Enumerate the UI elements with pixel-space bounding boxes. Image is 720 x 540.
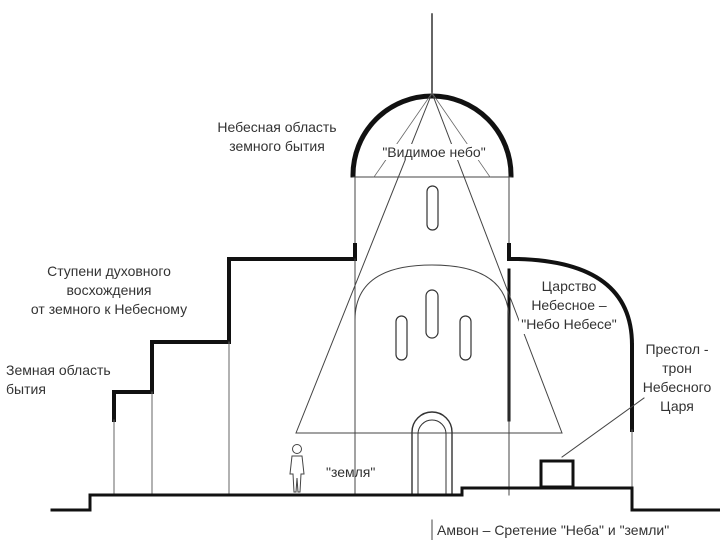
label-steps-ascent: Ступени духовного восхождения от земного… (30, 263, 188, 317)
label-heavenly-region: Небесная область земного бытия (217, 119, 337, 154)
dome-arc (350, 93, 514, 178)
window-center (425, 289, 439, 339)
apex-line-right (431, 92, 491, 178)
nave-arch (354, 264, 510, 321)
right-wall-top (507, 243, 520, 261)
ground-line (50, 486, 720, 512)
ascent-triangle (295, 92, 563, 434)
apse-vault-arc (515, 256, 635, 348)
label-earthly-region: Земная область бытия (6, 362, 111, 397)
throne-pointer (561, 397, 645, 458)
steps-outline (112, 243, 357, 422)
label-visible-sky: "Видимое небо" (380, 144, 488, 160)
label-heavenly-kingdom: Царство Небесное – "Небо Небесе" (519, 278, 619, 334)
label-throne: Престол - трон Небесного Царя (642, 341, 712, 414)
door-outer (411, 411, 453, 495)
window-drum (426, 185, 439, 231)
apex-line-left (373, 92, 433, 178)
label-earth: "земля" (326, 464, 376, 480)
door-inner (417, 419, 447, 495)
altar-throne (539, 459, 575, 489)
window-right (459, 315, 472, 361)
window-left (395, 315, 408, 361)
human-figure (289, 444, 305, 493)
label-ambon: Амвон – Сретение "Неба" и "земли" (437, 522, 670, 538)
